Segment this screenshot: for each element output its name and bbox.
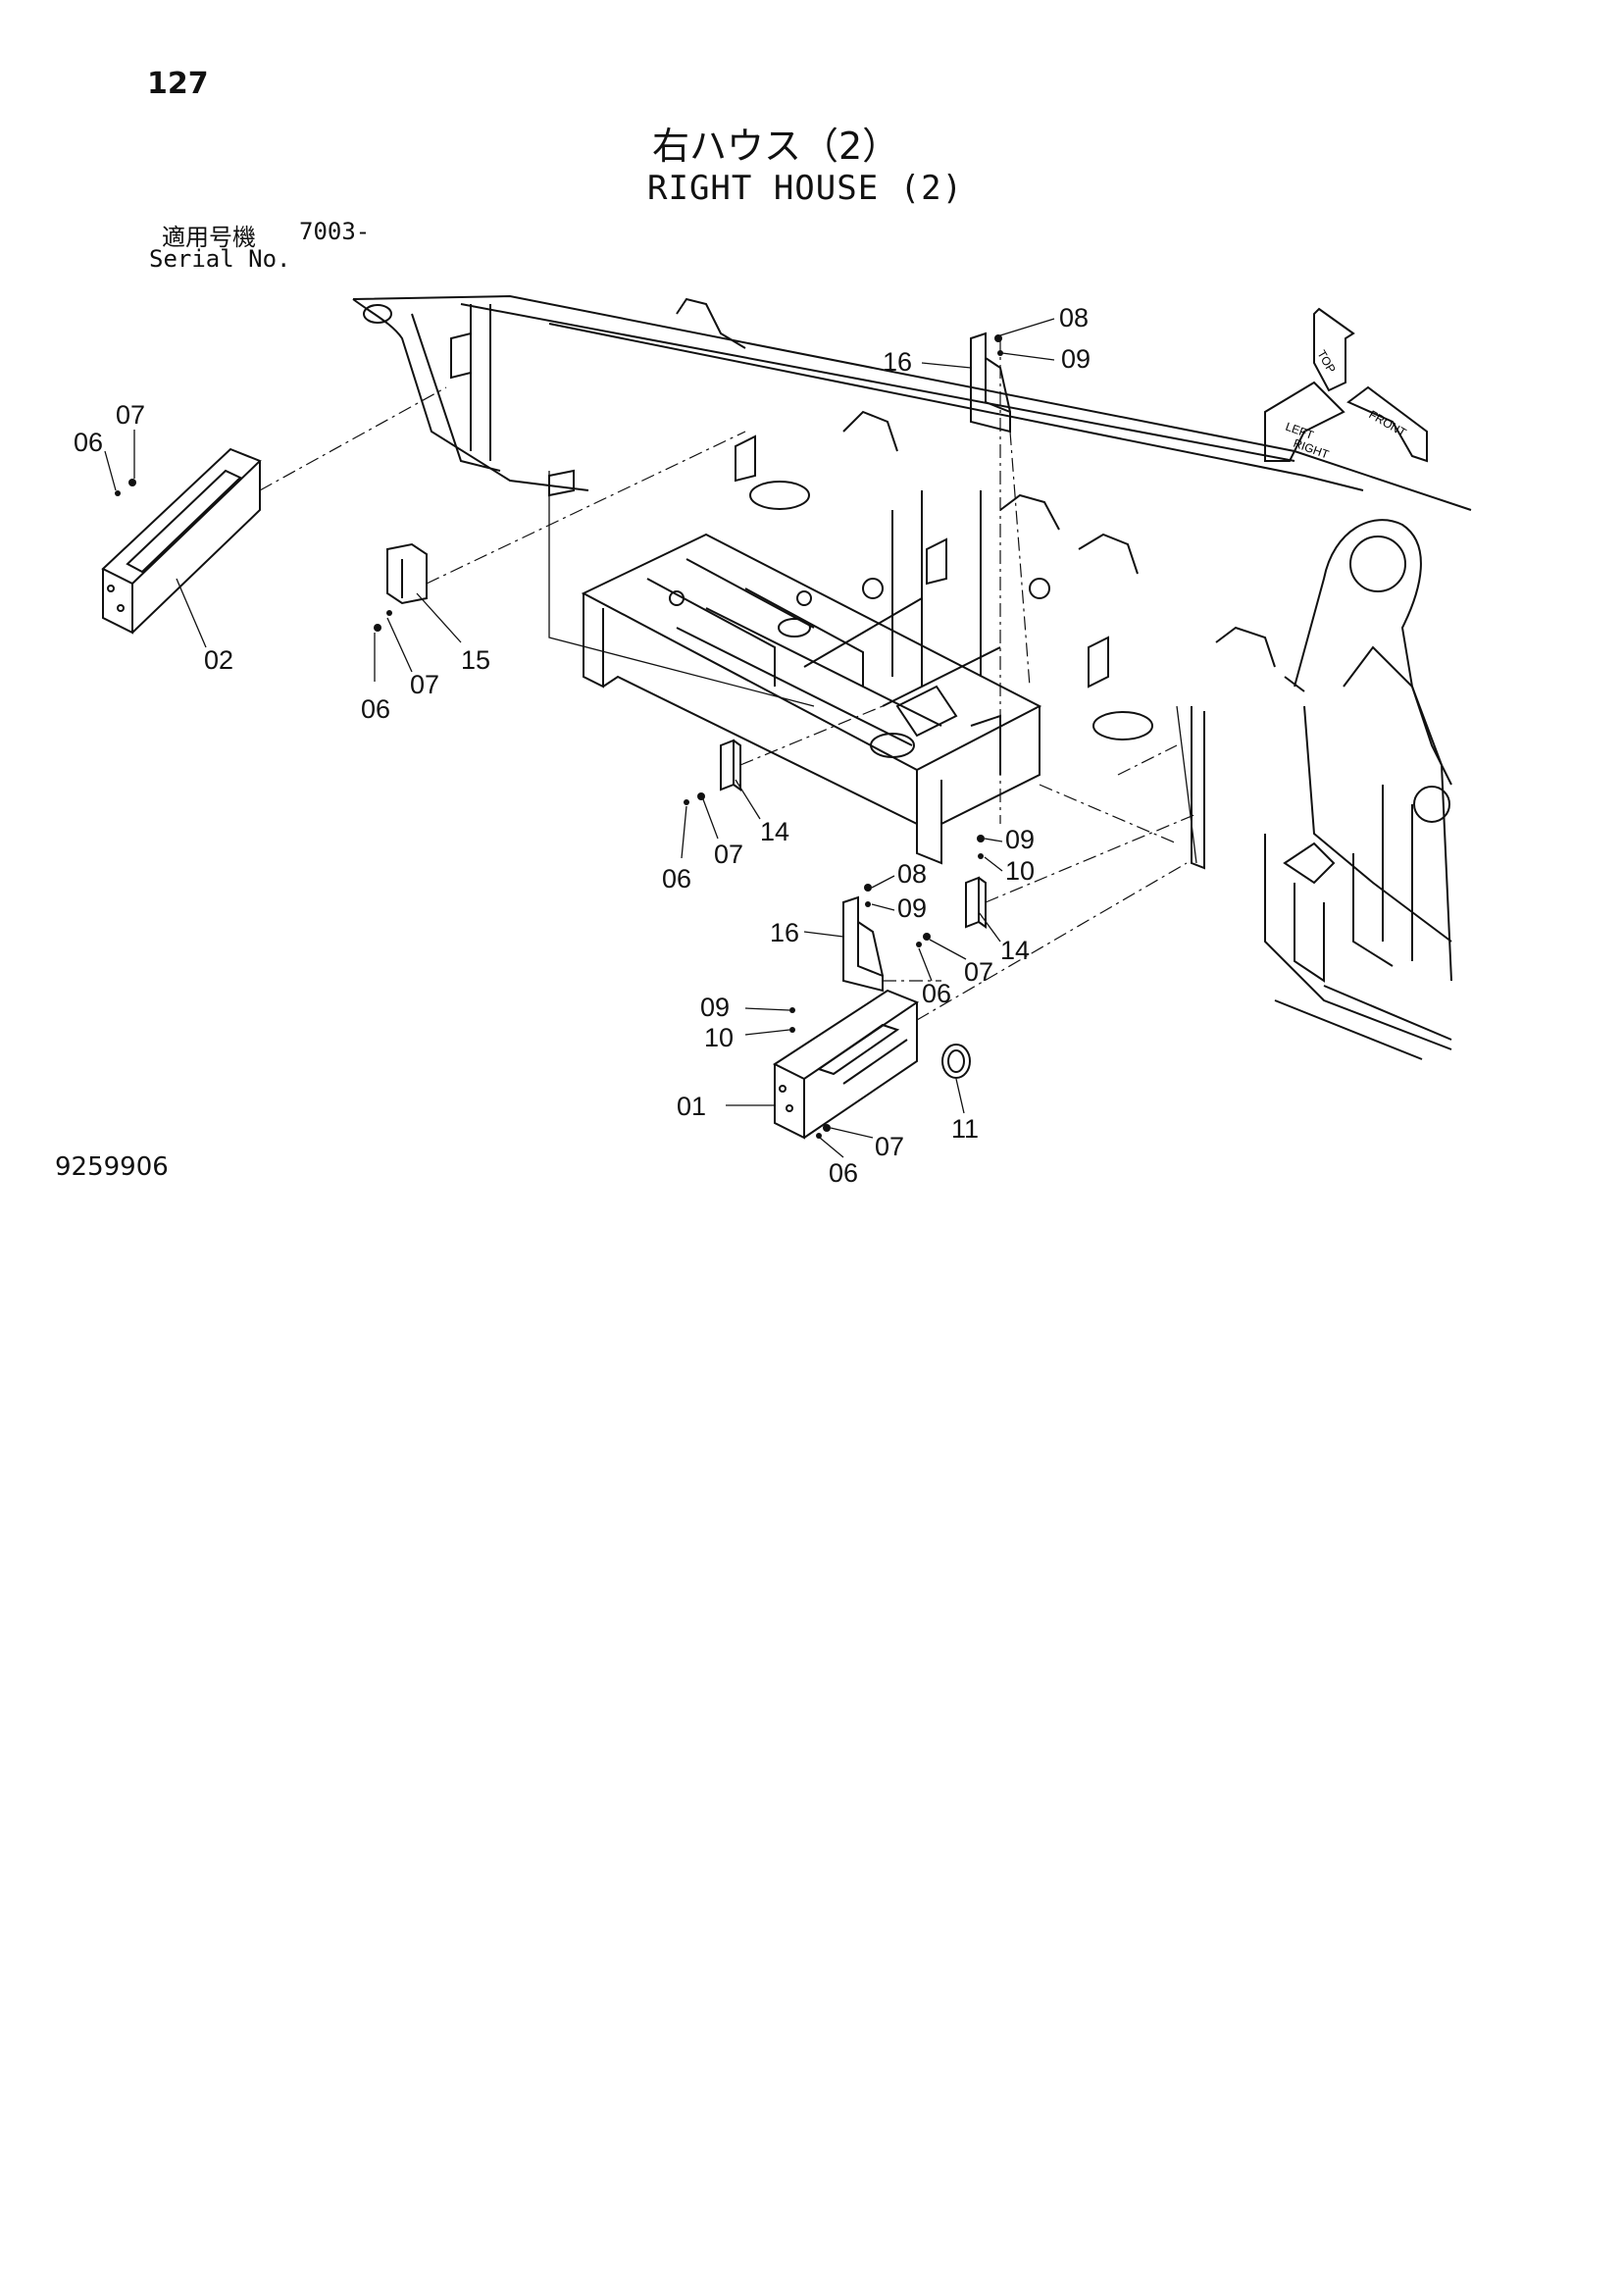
callout-14-low: 14 <box>1000 936 1030 965</box>
part-01-block <box>772 989 920 1140</box>
part-14-low-bracket <box>965 876 987 929</box>
part-14-mid-bracket <box>720 739 741 791</box>
part-02-block <box>101 447 262 635</box>
page-title-english: RIGHT HOUSE (2) <box>647 169 964 208</box>
part-15-bracket <box>386 542 428 605</box>
callout-07-mid: 07 <box>410 670 439 699</box>
house-frame <box>352 294 1472 1060</box>
callout-15: 15 <box>461 645 490 675</box>
callout-16-low: 16 <box>770 918 799 947</box>
callout-06-low: 06 <box>662 864 691 893</box>
callout-06-r3: 06 <box>922 979 951 1008</box>
callout-01: 01 <box>677 1092 706 1121</box>
assembly-lines <box>259 338 1197 1021</box>
drawing-number: 9259906 <box>55 1152 169 1182</box>
callout-07-bot: 07 <box>875 1132 904 1161</box>
callout-10-r1: 10 <box>1005 856 1035 886</box>
callout-09-l: 09 <box>700 993 730 1022</box>
callout-07-left: 07 <box>116 400 145 430</box>
callout-08-r2: 08 <box>897 859 927 889</box>
page-number: 127 <box>147 67 209 101</box>
part-11-ring <box>941 1044 971 1079</box>
callout-07-r3: 07 <box>964 957 993 987</box>
callout-08-top: 08 <box>1059 303 1089 332</box>
callout-02: 02 <box>204 645 233 675</box>
callout-11: 11 <box>951 1114 979 1144</box>
callout-07-low: 07 <box>714 840 743 869</box>
part-16-top-bracket <box>970 332 1011 434</box>
page-title-japanese: 右ハウス（2） <box>652 125 900 168</box>
center-frame <box>581 533 1042 865</box>
callout-06-bot: 06 <box>829 1158 858 1188</box>
callout-16-top: 16 <box>883 347 912 377</box>
serial-number-value: 7003- <box>299 218 371 245</box>
serial-label-japanese: 適用号機 <box>162 224 256 251</box>
callout-14-mid: 14 <box>760 817 789 846</box>
part-16-low-bracket <box>842 895 884 993</box>
callout-06-mid: 06 <box>361 694 390 724</box>
callout-09-r2: 09 <box>897 893 927 923</box>
orientation-icon: TOP LEFT RIGHT FRONT <box>1264 307 1428 463</box>
callout-labels: 08 16 09 07 06 02 15 07 06 14 07 06 09 1… <box>74 303 1091 1188</box>
callout-06-left: 06 <box>74 428 103 457</box>
fastener-dots <box>115 334 1003 1139</box>
callout-10-l: 10 <box>704 1023 734 1052</box>
serial-label-english: Serial No. <box>149 245 291 273</box>
callout-09-top: 09 <box>1061 344 1091 374</box>
leader-lines <box>104 318 1055 1158</box>
callout-09-r1: 09 <box>1005 825 1035 854</box>
